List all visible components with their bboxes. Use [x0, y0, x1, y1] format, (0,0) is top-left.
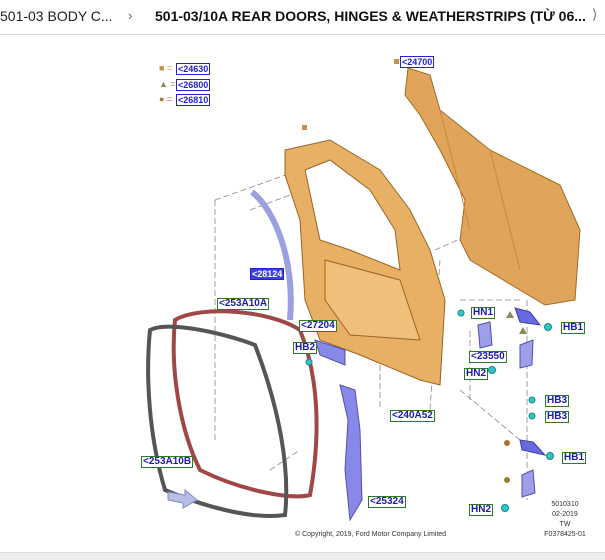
- circle-marker-icon: ● =: [159, 94, 173, 104]
- callout[interactable]: HB1: [561, 322, 586, 334]
- collapse-icon[interactable]: ⟩: [592, 6, 598, 22]
- footer-region: TW: [559, 521, 571, 528]
- callout[interactable]: HB3: [545, 411, 570, 423]
- legend-ref[interactable]: <24630: [176, 63, 211, 75]
- scrollbar-area[interactable]: [0, 552, 605, 560]
- callout[interactable]: <240A52: [390, 410, 435, 422]
- callout[interactable]: HB1: [562, 452, 587, 464]
- callout-selected[interactable]: <28124: [250, 268, 285, 280]
- footer-figure: F0378425-01: [544, 531, 586, 538]
- callout[interactable]: <253A10A: [217, 298, 270, 310]
- check-27204: [314, 339, 346, 366]
- channel-25324: [339, 384, 363, 522]
- legend-ref[interactable]: <26800: [176, 79, 211, 91]
- callout[interactable]: <25324: [368, 496, 406, 508]
- callout[interactable]: <27204: [299, 320, 337, 332]
- legend-ref[interactable]: <26810: [176, 94, 211, 106]
- footer-date: 02-2019: [552, 511, 578, 518]
- callout[interactable]: HN2: [469, 504, 494, 516]
- callout[interactable]: HB3: [545, 395, 570, 407]
- footer-code: 5010310: [551, 501, 579, 508]
- arrow-icon: [167, 488, 198, 509]
- breadcrumb-separator: ›: [128, 8, 133, 23]
- page-title: 501-03/10A REAR DOORS, HINGES & WEATHERS…: [155, 8, 586, 24]
- callout[interactable]: <24700: [400, 56, 435, 68]
- breadcrumb-parent[interactable]: 501-03 BODY C...: [0, 8, 113, 24]
- copyright: © Copyright, 2019, Ford Motor Company Li…: [295, 531, 447, 538]
- callout[interactable]: <23550: [469, 351, 507, 363]
- triangle-marker-icon: ▲ =: [159, 79, 176, 89]
- weatherstrip-28124: [250, 189, 294, 321]
- callout[interactable]: HN1: [471, 307, 496, 319]
- callout[interactable]: HB2: [293, 342, 318, 354]
- callout[interactable]: <253A10B: [141, 456, 194, 468]
- seal-253A10B: [146, 324, 289, 518]
- door-outer-panel: [404, 67, 581, 306]
- square-marker-icon: ■ =: [159, 63, 173, 73]
- header-bar: 501-03 BODY C... › 501-03/10A REAR DOORS…: [0, 0, 605, 35]
- callout[interactable]: HN2: [464, 368, 489, 380]
- seal-253A10A: [171, 309, 319, 499]
